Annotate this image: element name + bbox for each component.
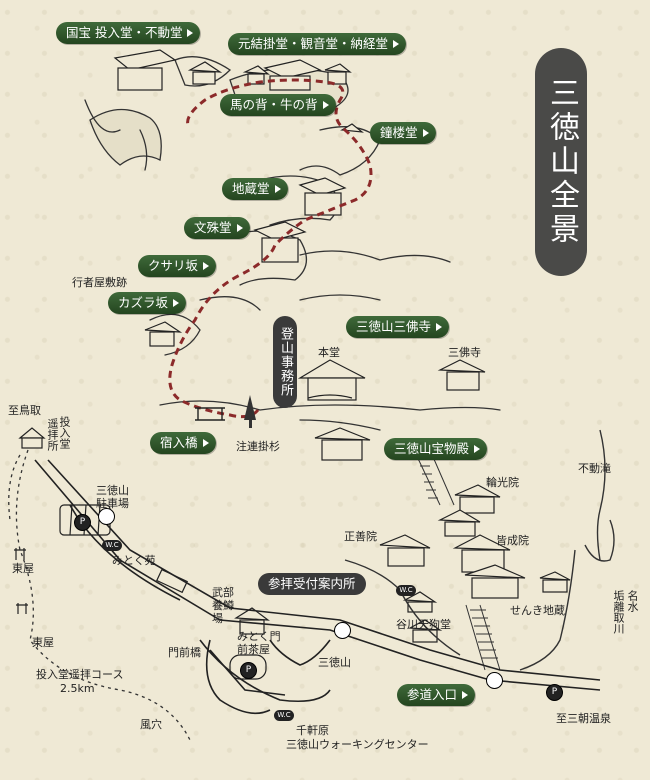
label-meisui: 名水	[626, 590, 639, 612]
wc-icon: W.C	[102, 540, 122, 551]
label-senki-jizo: せんき地蔵	[510, 604, 565, 617]
houmotsuden-button[interactable]: 三徳山宝物殿	[384, 438, 488, 460]
label-sengenhara: 千軒原	[296, 724, 329, 737]
label-mitokusan-stop: 三徳山	[318, 656, 351, 669]
monjudo-button[interactable]: 文殊堂	[184, 217, 250, 239]
label-shime-sugi: 注連掛杉	[236, 440, 280, 453]
label-monzenbashi: 門前橋	[168, 646, 201, 659]
sanbutsuji-button[interactable]: 三徳山三佛寺	[346, 316, 450, 338]
tozan-office-label: 登山事務所	[273, 316, 297, 408]
kokuhou-button[interactable]: 国宝 投入堂・不動堂	[56, 22, 201, 44]
label-shuzoin: 正善院	[344, 530, 377, 543]
parking-icon: P	[240, 662, 257, 679]
sandoiriguchi-button[interactable]: 参道入口	[397, 684, 476, 706]
label-hondo: 本堂	[318, 346, 340, 359]
wc-icon: W.C	[396, 585, 416, 596]
wc-icon: W.C	[274, 710, 294, 721]
label-course-km: 2.5km	[60, 682, 95, 695]
kazurazaka-button[interactable]: カズラ坂	[108, 292, 187, 314]
hiking-route-line	[168, 78, 373, 419]
label-course: 投入堂遥拝コース	[36, 668, 124, 681]
parking-icon: P	[546, 684, 563, 701]
label-bubu-yokeijo: 武部養鱒場	[212, 586, 234, 625]
label-tanigawa-tengu: 谷川天狗堂	[396, 618, 451, 631]
label-fudotaki: 不動滝	[578, 462, 611, 475]
umanose-button[interactable]: 馬の背・牛の背	[220, 94, 336, 116]
kusarizaka-button[interactable]: クサリ坂	[138, 255, 217, 277]
parking-icon: P	[74, 514, 91, 531]
bus-stop-icon	[334, 622, 351, 639]
label-mitokuen: みとく苑	[112, 554, 156, 567]
label-kaiseiin: 皆成院	[496, 534, 529, 547]
yadoiribashi-button[interactable]: 宿入橋	[150, 432, 216, 454]
label-yohaijo: 遥拝所	[46, 418, 59, 451]
shorodo-button[interactable]: 鐘楼堂	[370, 122, 436, 144]
label-kouin: 輪光院	[486, 476, 519, 489]
label-sanbutsuji: 三佛寺	[448, 346, 481, 359]
label-to-tottori: 至鳥取	[8, 404, 41, 417]
motoyui-button[interactable]: 元結掛堂・観音堂・納経堂	[228, 33, 407, 55]
bus-stop-icon	[486, 672, 503, 689]
jizodo-button[interactable]: 地蔵堂	[222, 178, 288, 200]
label-azumaya-2: 東屋	[32, 636, 54, 649]
label-fuketsu: 風穴	[140, 718, 162, 731]
bus-stop-icon	[98, 508, 115, 525]
label-to-misasa: 至三朝温泉	[556, 712, 611, 725]
label-mitoku-chaya: みとく門前茶屋	[237, 630, 281, 656]
reception-label: 参拝受付案内所	[258, 573, 366, 595]
map-title: 三徳山全景	[535, 48, 587, 276]
label-korito-river: 垢離取川	[612, 590, 625, 634]
label-tohai-do: 投入堂	[58, 416, 71, 449]
label-azumaya-1: 東屋	[12, 562, 34, 575]
label-gyoja-yashiki: 行者屋敷跡	[72, 276, 127, 289]
label-parking-lot: 三徳山駐車場	[96, 484, 129, 510]
label-walking-center: 三徳山ウォーキングセンター	[286, 738, 429, 751]
